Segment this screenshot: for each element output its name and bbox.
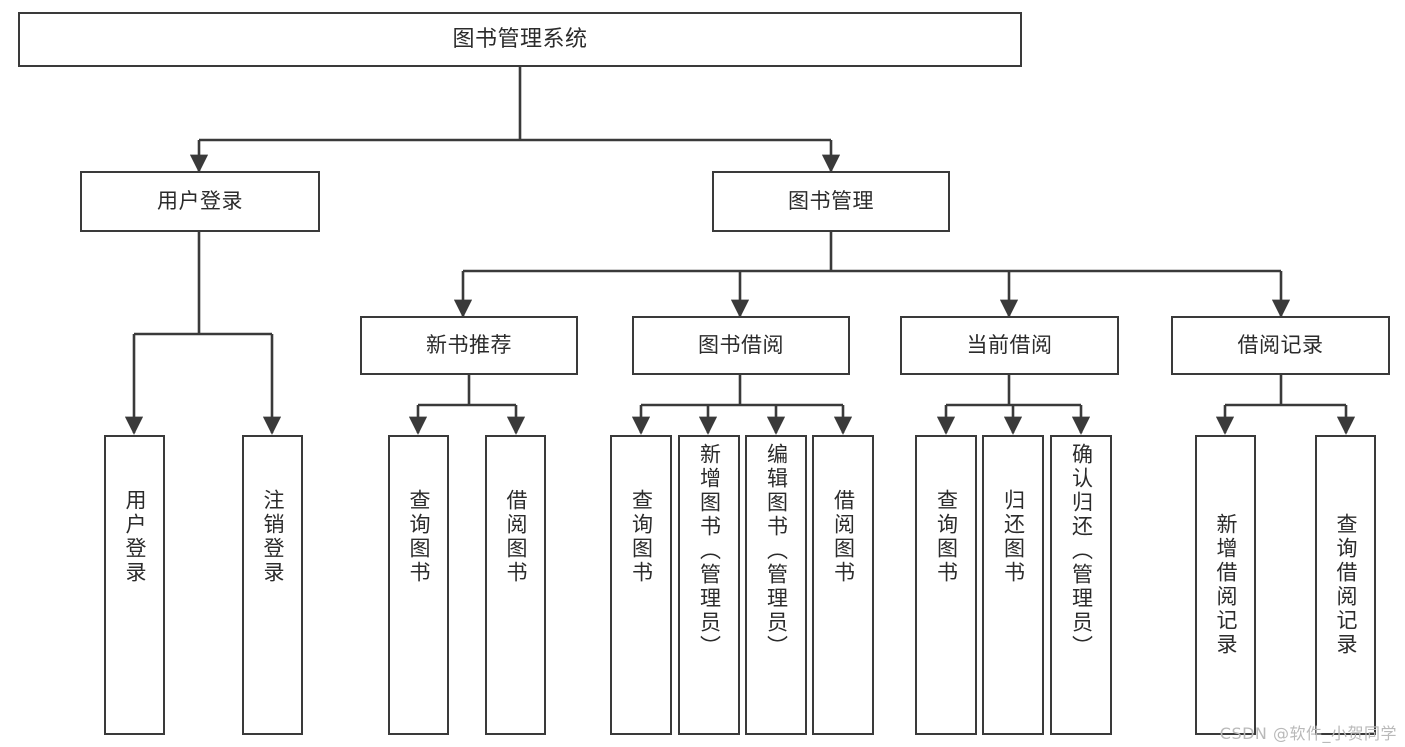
node-label: 新增图书（管理员） (697, 443, 722, 659)
leaf-new-book-query[interactable]: 查询图书 (388, 435, 449, 735)
node-label: 用户登录 (123, 489, 147, 585)
node-label: 归还图书 (1001, 489, 1026, 585)
node-label: 借阅图书 (504, 489, 528, 585)
node-label: 查询图书 (629, 489, 654, 585)
node-current-borrow[interactable]: 当前借阅 (900, 316, 1119, 375)
node-label: 查询借阅记录 (1334, 513, 1358, 657)
leaf-book-borrow-edit-admin[interactable]: 编辑图书（管理员） (745, 435, 807, 735)
node-label: 编辑图书（管理员） (764, 443, 789, 659)
leaf-book-borrow-add-admin[interactable]: 新增图书（管理员） (678, 435, 740, 735)
node-label: 图书管理 (788, 189, 874, 214)
leaf-borrow-record-add[interactable]: 新增借阅记录 (1195, 435, 1256, 735)
leaf-current-borrow-confirm-admin[interactable]: 确认归还（管理员） (1050, 435, 1112, 735)
leaf-current-borrow-return[interactable]: 归还图书 (982, 435, 1044, 735)
node-borrow-record[interactable]: 借阅记录 (1171, 316, 1390, 375)
leaf-book-borrow-borrow[interactable]: 借阅图书 (812, 435, 874, 735)
leaf-user-login-logout[interactable]: 注销登录 (242, 435, 303, 735)
node-label: 当前借阅 (966, 333, 1053, 358)
node-new-book-recommend[interactable]: 新书推荐 (360, 316, 578, 375)
leaf-borrow-record-query[interactable]: 查询借阅记录 (1315, 435, 1376, 735)
node-label: 图书借阅 (698, 333, 784, 358)
node-user-login[interactable]: 用户登录 (80, 171, 320, 232)
node-label: 图书管理系统 (452, 26, 588, 52)
csdn-watermark: CSDN @软件_小贺同学 (1219, 724, 1397, 743)
leaf-new-book-borrow[interactable]: 借阅图书 (485, 435, 546, 735)
node-label: 注销登录 (261, 489, 285, 585)
node-label: 借阅图书 (831, 489, 856, 585)
node-label: 查询图书 (934, 489, 959, 585)
node-label: 新书推荐 (426, 333, 512, 358)
node-root-system[interactable]: 图书管理系统 (18, 12, 1022, 67)
node-label: 查询图书 (407, 489, 431, 585)
node-book-management[interactable]: 图书管理 (712, 171, 950, 232)
node-label: 确认归还（管理员） (1069, 443, 1094, 659)
node-label: 新增借阅记录 (1214, 513, 1238, 657)
leaf-current-borrow-query[interactable]: 查询图书 (915, 435, 977, 735)
leaf-book-borrow-query[interactable]: 查询图书 (610, 435, 672, 735)
leaf-user-login-login[interactable]: 用户登录 (104, 435, 165, 735)
node-label: 用户登录 (157, 189, 243, 214)
node-book-borrow[interactable]: 图书借阅 (632, 316, 850, 375)
node-label: 借阅记录 (1237, 333, 1324, 358)
